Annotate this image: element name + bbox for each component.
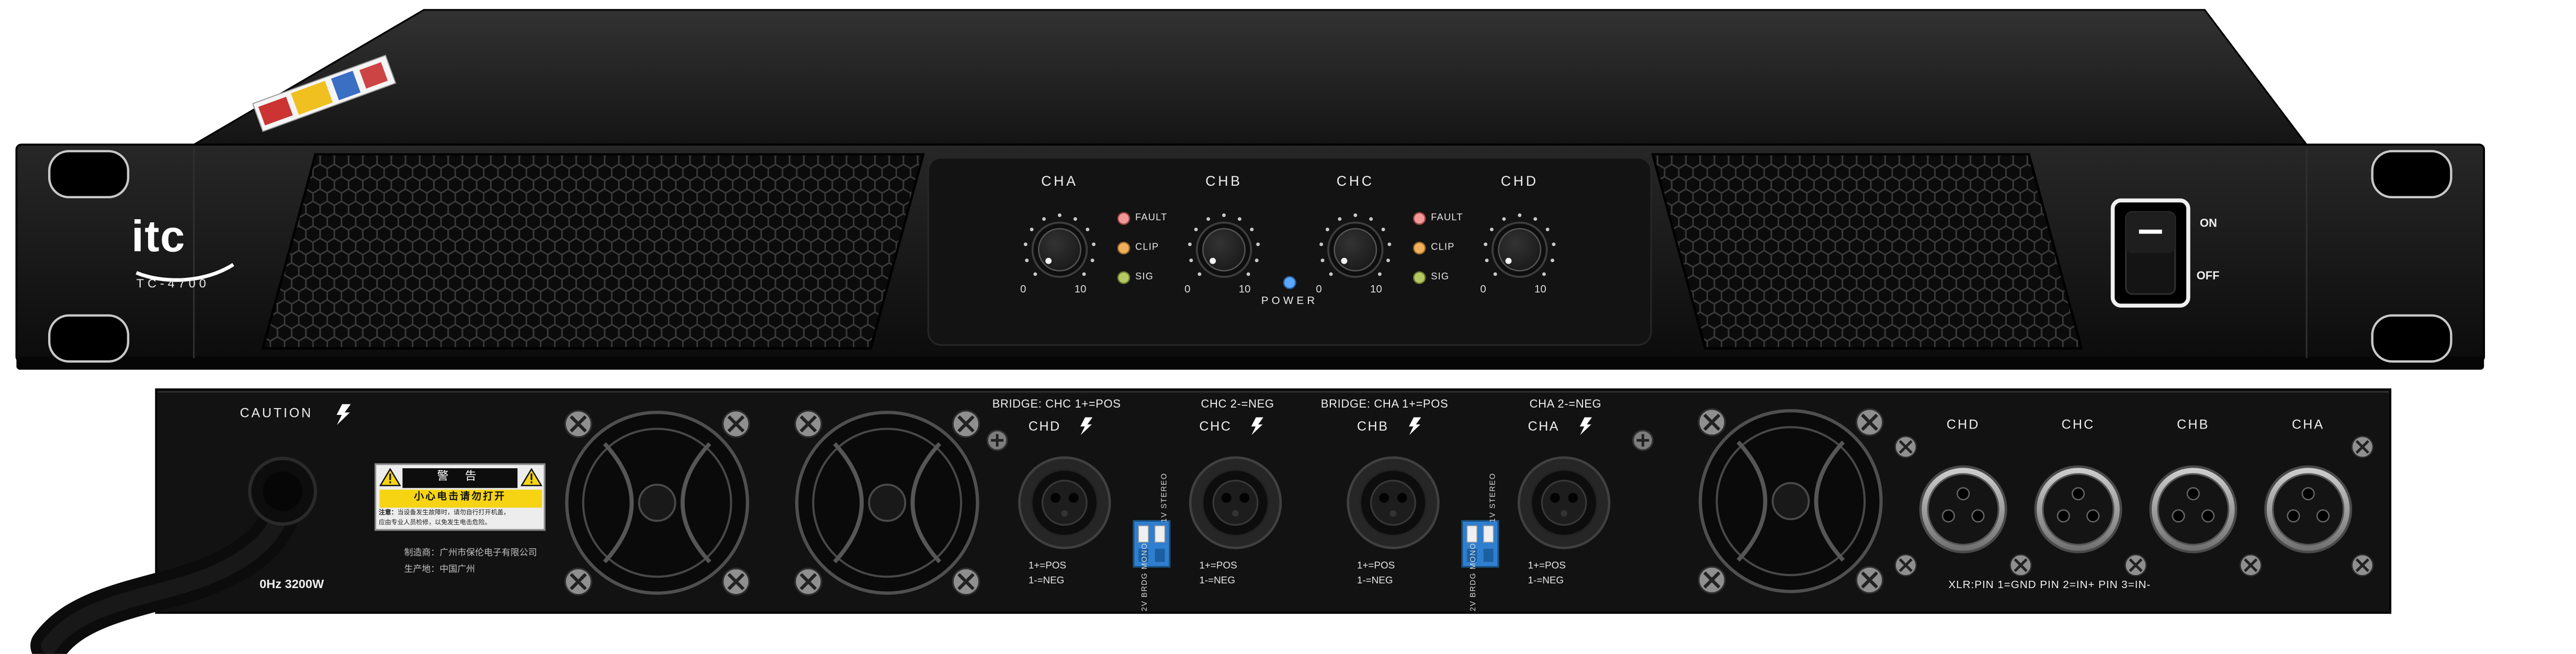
xlr-label-chd: CHD (1946, 417, 1980, 432)
front-panel-bottom-lip (16, 356, 2484, 370)
certification-sticker (252, 54, 397, 132)
channel-label-chb: CHB (1205, 172, 1242, 189)
knob-max-label: 10 (1370, 284, 1382, 296)
clip-led-1 (1117, 241, 1131, 255)
control-console (927, 156, 1652, 346)
warning-subtitle: 小心电击请勿打开 (378, 489, 541, 508)
dip-top-labels: 1V STEREO (1488, 472, 1497, 523)
speakon-neg-label: 1-=NEG (1357, 577, 1393, 587)
dip-top-labels: 1V STEREO (1160, 472, 1168, 523)
speakon-label-chc: CHC (1199, 419, 1232, 434)
knob-min-label: 0 (1020, 284, 1026, 296)
bridge-label-right-2: CHA 2-=NEG (1529, 399, 1602, 411)
fault-led-1 (1117, 212, 1131, 225)
bridge-label-left-1: BRIDGE: CHC 1+=POS (992, 399, 1121, 411)
warning-title: 警 告 (402, 467, 518, 488)
switch-off-label: OFF (2196, 271, 2220, 283)
clip-led-2 (1413, 241, 1426, 255)
power-cord (30, 457, 318, 654)
speakon-pos-label: 1+=POS (1528, 561, 1566, 572)
channel-label-cha: CHA (1041, 172, 1078, 189)
caution-label: CAUTION (240, 405, 313, 421)
speakon-neg-label: 1-=NEG (1528, 577, 1564, 587)
xlr-pinout-note: XLR:PIN 1=GND PIN 2=IN+ PIN 3=IN- (1948, 580, 2151, 592)
xlr-label-chb: CHB (2177, 417, 2210, 432)
fault-led-2 (1413, 212, 1426, 225)
sig-led-label: SIG (1135, 273, 1154, 283)
warning-note-line1: 当设备发生故障时，请勿自行打开机盖， (397, 509, 510, 516)
fault-led-label: FAULT (1135, 213, 1168, 224)
channel-label-chd: CHD (1500, 172, 1539, 189)
brand-logo-swoosh (135, 263, 234, 282)
speakon-label-chb: CHB (1357, 419, 1389, 434)
speakon-label-cha: CHA (1528, 419, 1560, 434)
switch-on-label: ON (2199, 218, 2217, 230)
manufacturer-line1: 制造商：广州市保伦电子有限公司 (404, 548, 537, 559)
speakon-pos-label: 1+=POS (1357, 561, 1395, 572)
sig-led-1 (1117, 271, 1131, 284)
clip-led-label: CLIP (1135, 243, 1159, 253)
dip-bottom-labels: 2V BRDG MONO (1140, 543, 1149, 612)
knob-max-label: 10 (1534, 284, 1546, 296)
left-vent-grille (261, 153, 925, 350)
dip-bottom-labels: 2V BRDG MONO (1468, 543, 1477, 612)
warning-sticker: 警 告 小心电击请勿打开 注意：当设备发生故障时，请勿自行打开机盖， 应由专业人… (374, 463, 546, 532)
brand-logo: itc (131, 212, 186, 262)
power-label: POWER (1261, 296, 1318, 308)
clip-led-label: CLIP (1431, 243, 1455, 253)
right-vent-grille (1651, 153, 2083, 350)
power-rocker-switch[interactable] (2110, 198, 2190, 308)
knob-max-label: 10 (1074, 284, 1087, 296)
knob-min-label: 0 (1316, 284, 1322, 296)
bridge-label-left-2: CHC 2-=NEG (1201, 399, 1274, 411)
power-rating: 0Hz 3200W (259, 577, 324, 592)
bridge-label-right-1: BRIDGE: CHA 1+=POS (1320, 399, 1449, 411)
model-number: TC-4700 (136, 276, 210, 291)
manufacturer-line2: 生产地：中国广州 (404, 565, 475, 576)
rack-slot-top-right (2371, 150, 2453, 199)
speakon-label-chd: CHD (1028, 419, 1061, 434)
xlr-label-cha: CHA (2291, 417, 2325, 432)
warning-triangle-icon (519, 468, 541, 487)
sig-led-label: SIG (1431, 273, 1450, 283)
fault-led-label: FAULT (1431, 213, 1463, 224)
knob-max-label: 10 (1238, 284, 1251, 296)
power-led (1283, 276, 1296, 289)
rack-slot-bottom-left (48, 314, 130, 363)
speakon-pos-label: 1+=POS (1028, 561, 1067, 572)
warning-note-line2: 应由专业人员检修，以免发生电击危险。 (378, 519, 491, 526)
speakon-neg-label: 1-=NEG (1199, 577, 1236, 587)
knob-min-label: 0 (1184, 284, 1191, 296)
rack-slot-top-left (48, 150, 130, 199)
xlr-label-chc: CHC (2061, 417, 2095, 432)
speakon-neg-label: 1-=NEG (1028, 577, 1065, 587)
warning-triangle-icon (378, 468, 400, 487)
sig-led-2 (1413, 271, 1426, 284)
warning-note-prefix: 注意： (378, 509, 398, 516)
knob-min-label: 0 (1480, 284, 1486, 296)
channel-label-chc: CHC (1336, 172, 1374, 189)
rack-slot-bottom-right (2371, 314, 2453, 363)
speakon-pos-label: 1+=POS (1199, 561, 1237, 572)
